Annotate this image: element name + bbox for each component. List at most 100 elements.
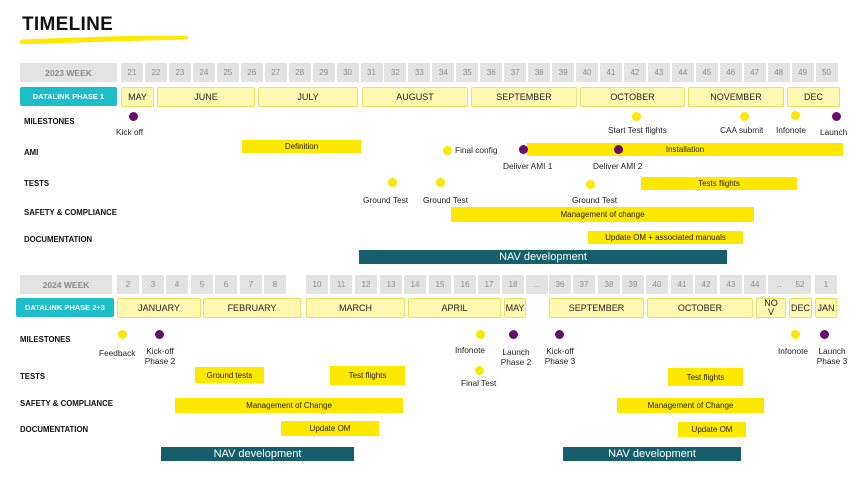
week-cell: 27 [264,63,287,82]
label-final-test: Final Test [461,378,497,388]
bar-test-flights-3: Test flights [668,368,743,386]
week-cell: 39 [622,275,644,294]
week-cell: 37 [504,63,527,82]
month-october-2023: OCTOBER [580,87,685,107]
month-april-2024: APRIL [408,298,501,318]
label-feedback: Feedback [99,348,136,358]
week-cell: 31 [360,63,383,82]
month-september-2024: SEPTEMBER [549,298,644,318]
label-deliver-ami-1: Deliver AMI 1 [503,161,553,171]
bar-definition: Definition [242,140,361,153]
milestone-dot [509,330,518,339]
row-label-documentation: DOCUMENTATION [24,235,93,244]
week-cell: 3 [142,275,164,294]
row-label-ami: AMI [24,148,39,157]
week-cell: 13 [380,275,402,294]
month-november-2023: NOVEMBER [688,87,784,107]
milestone-dot [832,112,841,121]
label-kickoff-phase-2: Kick-off Phase 2 [144,346,176,366]
week-cell: .. [768,275,790,294]
milestone-dot [791,330,800,339]
bar-test-flights-2: Test flights [330,366,405,385]
row-label-milestones-2: MILESTONES [20,335,71,344]
week-cell: 43 [720,275,742,294]
week-cell: 40 [576,63,599,82]
month-nov-2024: NO V [756,298,786,318]
bar-installation: Installation [527,143,843,156]
week-cell: 39 [552,63,575,82]
nav-development-bar: NAV development [359,250,727,264]
label-launch-phase-3: Launch Phase 3 [816,346,848,366]
bar-management-of-change-3: Management of Change [617,398,764,413]
label-final-config: Final config [455,145,498,155]
week-cell: 46 [719,63,742,82]
week-cell: 15 [429,275,451,294]
milestone-dot [614,145,623,154]
milestone-dot [388,178,397,187]
week-cell: 48 [767,63,790,82]
week-cell: 32 [384,63,407,82]
label-infonote-2024: Infonote [455,345,485,355]
week-cell: 42 [695,275,717,294]
week-cell: 26 [240,63,263,82]
week-cell: 24 [192,63,215,82]
week-cell: 49 [791,63,814,82]
milestone-dot [632,112,641,121]
row-label-tests: TESTS [24,179,50,188]
week-cell: 40 [646,275,668,294]
title-underline [20,36,188,44]
week-cell: 38 [528,63,551,82]
milestone-dot [476,330,485,339]
row-label-documentation-2: DOCUMENTATION [20,425,89,434]
week-cell: 36 [549,275,571,294]
milestone-dot [475,366,484,375]
milestone-label-kickoff: Kick off [116,127,144,137]
month-dec-2024: DEC [789,298,812,318]
bar-ground-tests: Ground tests [195,367,264,383]
week-cell: 52 [789,275,811,294]
week-cell: 45 [695,63,718,82]
bar-update-om-manuals: Update OM + associated manuals [588,231,743,244]
week-cell: 44 [671,63,694,82]
month-january-2024: JANUARY [117,298,201,318]
week-cell: 16 [454,275,476,294]
month-july-2023: JULY [258,87,358,107]
milestone-dot [519,145,528,154]
week-cell: 7 [240,275,262,294]
page-title: TIMELINE [22,14,114,35]
milestone-label-launch: Launch [820,127,848,137]
week-cell: 34 [432,63,455,82]
milestone-label-infonote: Infonote [776,125,806,135]
label-ground-test-1: Ground Test [363,195,409,205]
week-cell: 14 [404,275,426,294]
week-cell: 25 [216,63,239,82]
month-september-2023: SEPTEMBER [471,87,577,107]
nav-development-bar-2: NAV development [161,447,354,461]
month-june-2023: JUNE [157,87,255,107]
month-may-2024: MAY [504,298,526,318]
week-cell: 17 [478,275,500,294]
milestone-dot [443,146,452,155]
milestone-dot [118,330,127,339]
month-october-2024: OCTOBER [647,298,753,318]
week-cell: 33 [408,63,431,82]
bar-management-of-change-2: Management of Change [175,398,403,413]
week-cell: 4 [166,275,188,294]
week-cell: 6 [215,275,237,294]
milestone-dot [586,180,595,189]
nav-development-bar-3: NAV development [563,447,741,461]
month-may-2023: MAY [121,87,154,107]
bar-tests-flights: Tests flights [641,177,797,190]
week-cell: 22 [144,63,167,82]
week-cell: 21 [121,63,143,82]
bar-management-of-change: Management of change [451,207,754,222]
week-cell: 44 [744,275,766,294]
week-cell: ... [526,275,548,294]
phase-badge-1: DATALINK PHASE 1 [20,87,117,106]
week-cell: 8 [264,275,286,294]
week-cell: 35 [456,63,479,82]
row-label-safety-2: SAFETY & COMPLIANCE [20,399,113,408]
bar-update-om-3: Update OM [678,422,746,437]
row-label-safety: SAFETY & COMPLIANCE [24,208,117,217]
week-cell: 1 [815,275,837,294]
